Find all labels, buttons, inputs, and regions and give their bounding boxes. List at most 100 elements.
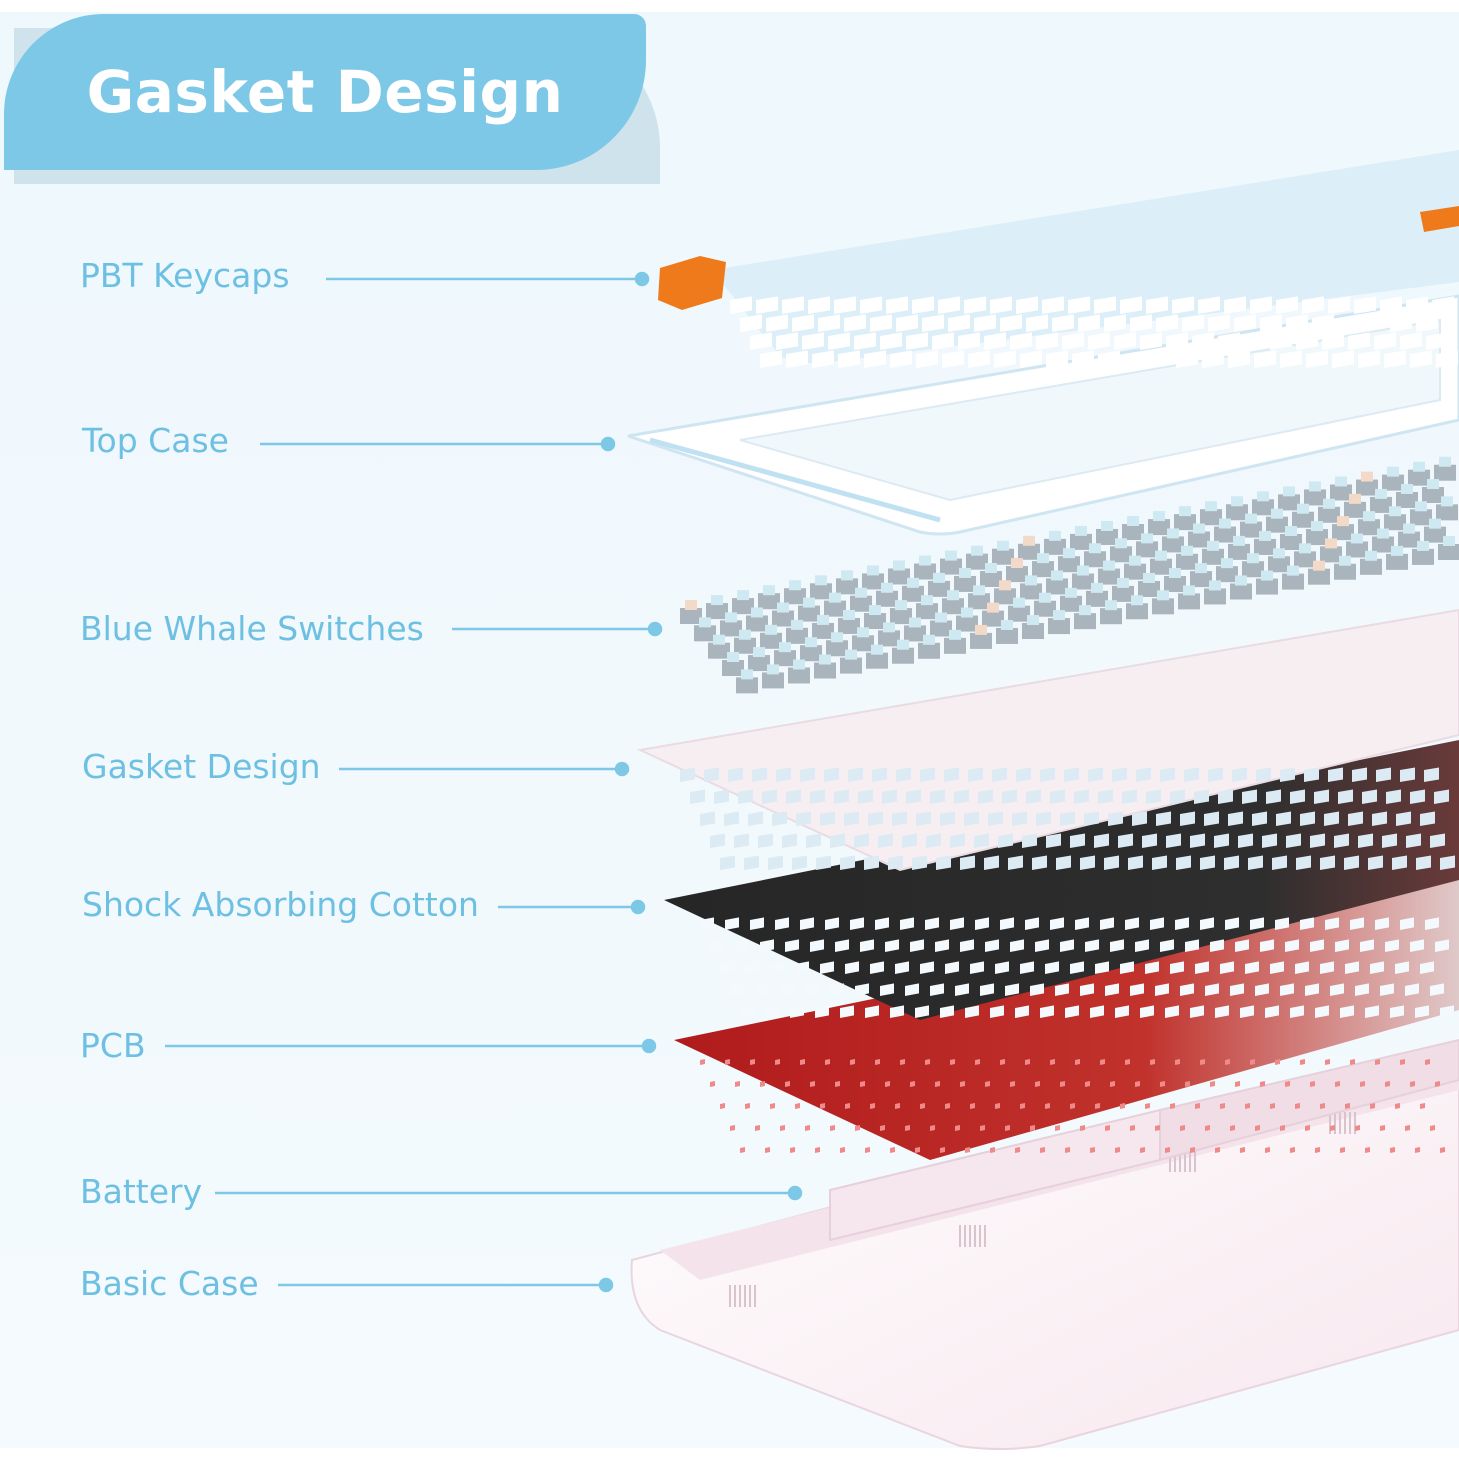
- pcb-hole: [940, 1147, 945, 1153]
- keycap: [1358, 350, 1380, 368]
- cotton-cutout: [785, 939, 799, 953]
- keycap: [1410, 350, 1432, 369]
- pcb-hole: [1275, 1059, 1280, 1065]
- switch-housing: [1122, 524, 1144, 541]
- keycap: [1120, 296, 1142, 315]
- switch-housing: [1200, 509, 1222, 526]
- keycap: [974, 314, 996, 332]
- pcb-hole: [1040, 1147, 1045, 1153]
- cotton-cutout: [1160, 939, 1174, 952]
- plate-cutout: [1310, 833, 1325, 849]
- switch-housing: [1022, 623, 1044, 640]
- plate-cutout: [1146, 789, 1161, 805]
- pcb-hole: [1015, 1147, 1020, 1154]
- cotton-cutout: [800, 917, 814, 931]
- cotton-cutout: [1135, 939, 1149, 953]
- pcb-hole: [1055, 1125, 1060, 1132]
- switch-housing: [1034, 600, 1056, 617]
- orange-enter-keycap: [1420, 206, 1459, 232]
- switch-stem: [1283, 486, 1295, 497]
- switch-housing: [1214, 526, 1236, 543]
- cotton-cutout: [1090, 1005, 1104, 1018]
- cotton-cutout: [875, 917, 889, 930]
- switch-housing: [1242, 561, 1264, 578]
- switch-housing: [1398, 531, 1420, 548]
- cotton-cutout: [1325, 917, 1339, 930]
- switch-housing: [918, 642, 940, 659]
- plate-cutout: [1382, 833, 1397, 848]
- cotton-cutout: [1290, 1005, 1304, 1019]
- keycap: [812, 350, 834, 368]
- pcb-hole: [1385, 1081, 1390, 1088]
- switch-stem: [1063, 548, 1075, 559]
- switch-stem: [739, 629, 751, 640]
- plate-cutout: [1242, 789, 1257, 805]
- plate-cutout: [1190, 833, 1205, 848]
- switch-stem: [1389, 506, 1401, 517]
- pcb-hole: [1380, 1125, 1385, 1131]
- switch-stem: [1285, 526, 1297, 536]
- cotton-cutout: [850, 917, 864, 931]
- plate-cutout: [1064, 767, 1079, 783]
- pcb-hole: [1345, 1103, 1350, 1109]
- plate-cutout: [1184, 767, 1199, 783]
- switch-stem: [1051, 570, 1063, 581]
- keycap: [1390, 314, 1412, 332]
- cotton-cutout: [920, 961, 934, 975]
- keycap: [1104, 314, 1126, 333]
- cotton-cutout: [1000, 917, 1014, 930]
- switch-housing: [1046, 578, 1068, 595]
- plate-cutout: [1392, 855, 1407, 871]
- cotton-cutout: [965, 1005, 979, 1018]
- switch-stem: [841, 570, 853, 581]
- keycap: [1380, 296, 1402, 315]
- switch-stem: [1335, 476, 1347, 487]
- pcb-hole: [870, 1103, 875, 1110]
- switch-stem: [923, 634, 935, 645]
- switch-housing: [1074, 613, 1096, 630]
- switch-stem: [1127, 516, 1139, 527]
- switch-housing: [1256, 578, 1278, 595]
- pcb-hole: [1020, 1103, 1025, 1110]
- pcb-hole: [920, 1103, 925, 1110]
- switch-housing: [1386, 553, 1408, 570]
- cotton-cutout: [1305, 983, 1319, 996]
- keycap: [1016, 296, 1038, 315]
- plate-cutout: [1122, 789, 1137, 805]
- plate-cutout: [1108, 811, 1123, 826]
- plate-cutout: [1208, 767, 1223, 782]
- switch-stem: [909, 617, 921, 628]
- switch-housing: [824, 600, 846, 617]
- pcb-hole: [1230, 1125, 1235, 1131]
- keycap: [1348, 332, 1370, 351]
- plate-cutout: [916, 811, 931, 826]
- switch-housing: [994, 588, 1016, 605]
- switch-housing: [836, 578, 858, 595]
- switch-stem: [897, 639, 909, 650]
- switch-housing: [1282, 573, 1304, 590]
- switch-stem: [947, 590, 959, 601]
- cotton-cutout: [1025, 917, 1039, 931]
- plate-cutout: [1080, 855, 1095, 870]
- switch-stem: [1323, 498, 1335, 509]
- switch-stem: [1391, 545, 1403, 556]
- switch-stem: [857, 627, 869, 638]
- switch-stem: [789, 580, 801, 591]
- switch-housing: [1422, 487, 1444, 504]
- switch-stem: [1155, 550, 1167, 561]
- cotton-layer: [664, 740, 1459, 1020]
- switch-stem: [1429, 518, 1441, 529]
- plate-cutout: [1156, 811, 1171, 827]
- switch-stem: [1115, 538, 1127, 549]
- cotton-cutout: [945, 961, 959, 974]
- plate-cutout: [920, 767, 935, 782]
- keycap: [1436, 350, 1458, 368]
- switch-housing: [1230, 583, 1252, 600]
- keycap: [1306, 350, 1328, 368]
- pcb-hole: [1325, 1059, 1330, 1065]
- pcb-hole: [740, 1147, 745, 1153]
- cotton-cutout: [765, 1005, 779, 1019]
- pcb-hole: [1245, 1103, 1250, 1109]
- keycaps-layer: [658, 150, 1459, 369]
- switch-housing: [966, 553, 988, 570]
